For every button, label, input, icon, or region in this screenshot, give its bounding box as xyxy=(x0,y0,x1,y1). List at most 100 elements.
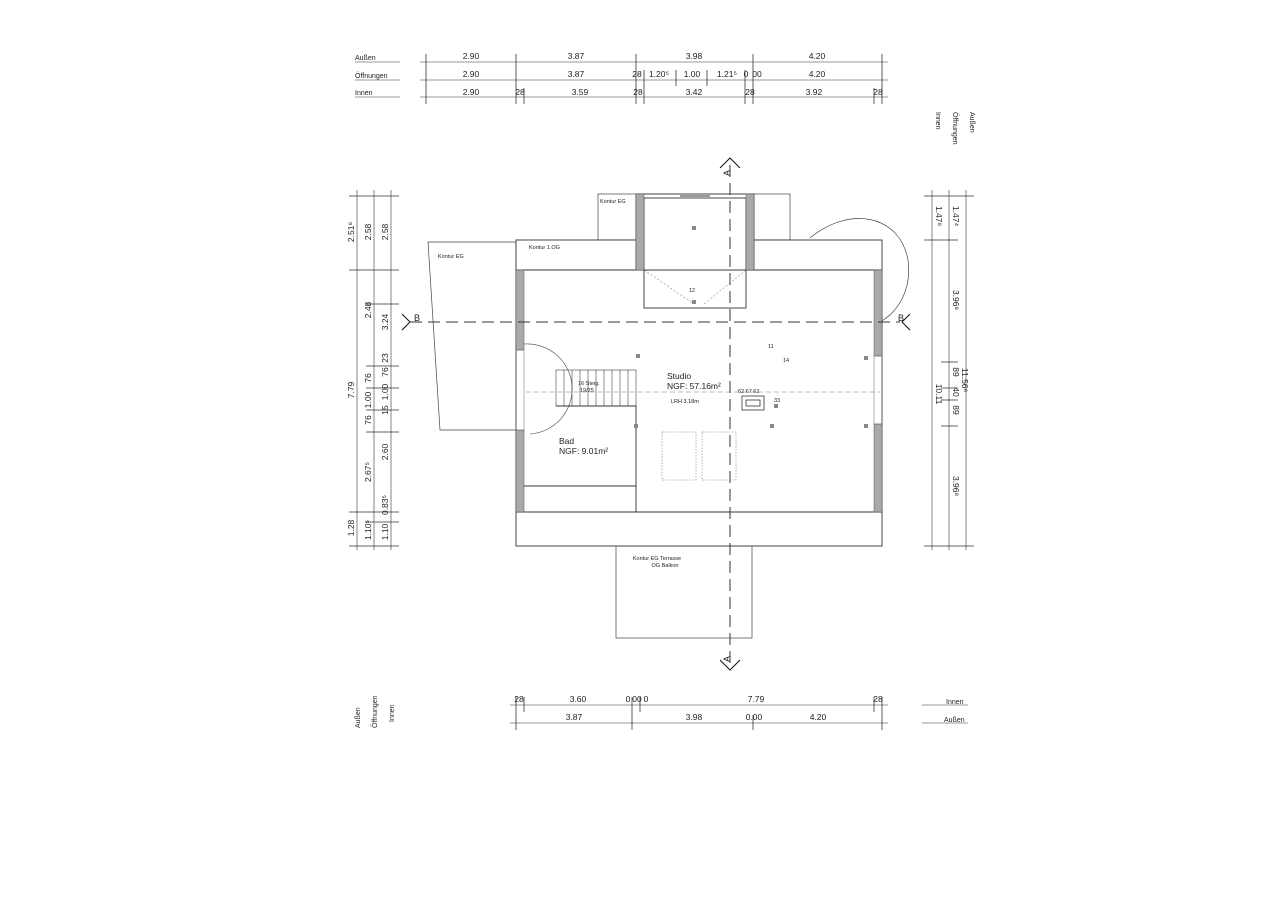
bottom-inner-row-label: Innen xyxy=(946,699,964,706)
dim-bottom-outer-3: 0.00 xyxy=(746,712,763,722)
dormer-lines xyxy=(643,269,747,305)
dim-left-open-2: 2.48 xyxy=(363,301,373,318)
stair-size-label: 19/25 xyxy=(580,388,594,394)
dim-left-outer-3: 1.28 xyxy=(346,519,356,536)
dim-top-outer-1: 2.90 xyxy=(463,51,480,61)
wall-fills xyxy=(515,193,883,513)
dim-top-open-7: 0 xyxy=(744,69,749,79)
dim-top-inner-8: 28 xyxy=(873,87,883,97)
dim-top-open-4: 1.20⁵ xyxy=(649,69,669,79)
bottom-dimension-chain xyxy=(510,697,968,730)
dim-left-inner-9: 1.10 xyxy=(380,523,390,540)
dim-left-inner-7: 2.60 xyxy=(380,443,390,460)
dim-right-inner-1: 1.47⁸ xyxy=(934,206,944,227)
stair xyxy=(555,369,637,407)
dim-left-inner-6: 15 xyxy=(380,405,390,415)
dim-top-open-6: 1.21⁵ xyxy=(717,69,737,79)
top-dimension-labels: Außen Öffnungen Innen 2.90 3.87 3.98 4.2… xyxy=(355,51,883,97)
dim-right-open-4: 40 xyxy=(951,387,961,397)
dim-left-open-4: 1.00 xyxy=(363,391,373,408)
top-dimension-chain xyxy=(355,54,888,104)
contour-eg-top-label: Kontur EG xyxy=(600,199,626,205)
right-dimension-labels: Außen Öffnungen Innen 11.56⁸ 1.47⁴ 3.96⁸… xyxy=(934,112,975,496)
dim-left-inner-1: 2.58 xyxy=(380,223,390,240)
top-openings-row-label: Öffnungen xyxy=(355,72,388,80)
contour-eg-left xyxy=(427,241,517,431)
dim-left-inner-3: 23 xyxy=(380,353,390,363)
chimney xyxy=(741,395,765,411)
dim-top-open-1: 2.90 xyxy=(463,69,480,79)
dim-left-outer-2: 7.79 xyxy=(346,381,356,398)
dim-left-inner-2: 3.24 xyxy=(380,313,390,330)
left-dimension-chain xyxy=(349,190,399,550)
mark-14: 14 xyxy=(783,358,789,364)
dormer-mark: 12 xyxy=(689,288,695,294)
dim-top-inner-3: 3.59 xyxy=(572,87,589,97)
bath-room-name: Bad xyxy=(559,436,574,446)
skylights xyxy=(661,431,737,481)
section-lines xyxy=(410,165,900,665)
contour-eg-left-label: Kontur EG xyxy=(438,254,464,260)
dim-right-inner-2: 10.11 xyxy=(934,384,944,405)
dim-bottom-outer-4: 4.20 xyxy=(810,712,827,722)
contour-terrace-label-2: OG Balkon xyxy=(652,563,679,569)
left-openings-row-label: Öffnungen xyxy=(371,695,379,728)
dim-left-outer-1: 2.51⁸ xyxy=(346,222,356,243)
dim-top-outer-3: 3.98 xyxy=(686,51,703,61)
dim-left-open-3: 76 xyxy=(363,373,373,383)
right-outer-row-label: Außen xyxy=(968,112,975,133)
building-outline xyxy=(515,193,883,547)
dim-top-open-3: 28 xyxy=(632,69,642,79)
dim-left-open-6: 2.67⁵ xyxy=(363,462,373,482)
dim-bottom-outer-2: 3.98 xyxy=(686,712,703,722)
dim-left-inner-8: 0.83⁵ xyxy=(380,495,390,515)
top-outer-row-label: Außen xyxy=(355,55,376,62)
section-a-top-label: A xyxy=(722,170,732,176)
dim-right-outer-1: 11.56⁸ xyxy=(960,368,970,393)
dim-bottom-inner-7: 28 xyxy=(873,694,883,704)
dim-bottom-inner-2: 3.60 xyxy=(570,694,587,704)
contour-og1-label: Kontur 1.OG xyxy=(529,245,560,251)
section-markers xyxy=(401,157,911,671)
left-outer-row-label: Außen xyxy=(355,707,362,728)
studio-room-height: LRH 3.18m xyxy=(671,399,699,405)
window-openings xyxy=(515,349,883,431)
dim-top-inner-4: 28 xyxy=(633,87,643,97)
dim-left-open-1: 2.58 xyxy=(363,223,373,240)
section-b-left-label: B xyxy=(414,313,420,323)
studio-room-area: NGF: 57.16m² xyxy=(667,381,721,391)
bathroom-walls xyxy=(524,405,637,512)
dim-left-open-5: 76 xyxy=(363,415,373,425)
studio-room-name: Studio xyxy=(667,371,691,381)
right-openings-row-label: Öffnungen xyxy=(951,112,959,145)
dim-bottom-inner-6: 7.79 xyxy=(748,694,765,704)
dim-bottom-inner-3: 0 xyxy=(626,694,631,704)
dim-top-outer-2: 3.87 xyxy=(568,51,585,61)
dim-top-inner-6: 28 xyxy=(745,87,755,97)
dim-right-open-1: 1.47⁴ xyxy=(951,206,961,227)
right-dimension-chain xyxy=(924,190,974,550)
bottom-dimension-labels: Innen Außen 28 3.60 0 00 0 7.79 28 3.87 … xyxy=(514,694,964,724)
bottom-outer-row-label: Außen xyxy=(944,717,965,724)
dim-top-outer-4: 4.20 xyxy=(809,51,826,61)
dim-top-open-8: 00 xyxy=(752,69,762,79)
dim-bottom-inner-1: 28 xyxy=(514,694,524,704)
dim-left-inner-5: 1.00 xyxy=(380,383,390,400)
dim-top-open-5: 1.00 xyxy=(684,69,701,79)
contour-eg-arc xyxy=(809,218,910,323)
dim-top-open-2: 3.87 xyxy=(568,69,585,79)
dim-right-open-5: 89 xyxy=(951,405,961,415)
right-inner-row-label: Innen xyxy=(934,112,941,130)
top-inner-row-label: Innen xyxy=(355,90,373,97)
dim-top-inner-5: 3.42 xyxy=(686,87,703,97)
dim-top-inner-7: 3.92 xyxy=(806,87,823,97)
chimney-dims: 62 67 62 xyxy=(738,389,759,395)
dim-left-inner-4: 76 xyxy=(380,367,390,377)
dim-top-open-9: 4.20 xyxy=(809,69,826,79)
mark-11: 11 xyxy=(768,344,774,350)
dim-bottom-outer-1: 3.87 xyxy=(566,712,583,722)
left-dimension-labels: Außen Öffnungen Innen 2.51⁸ 7.79 1.28 2.… xyxy=(346,222,396,728)
bath-room-area: NGF: 9.01m² xyxy=(559,446,608,456)
left-inner-row-label: Innen xyxy=(389,704,396,722)
